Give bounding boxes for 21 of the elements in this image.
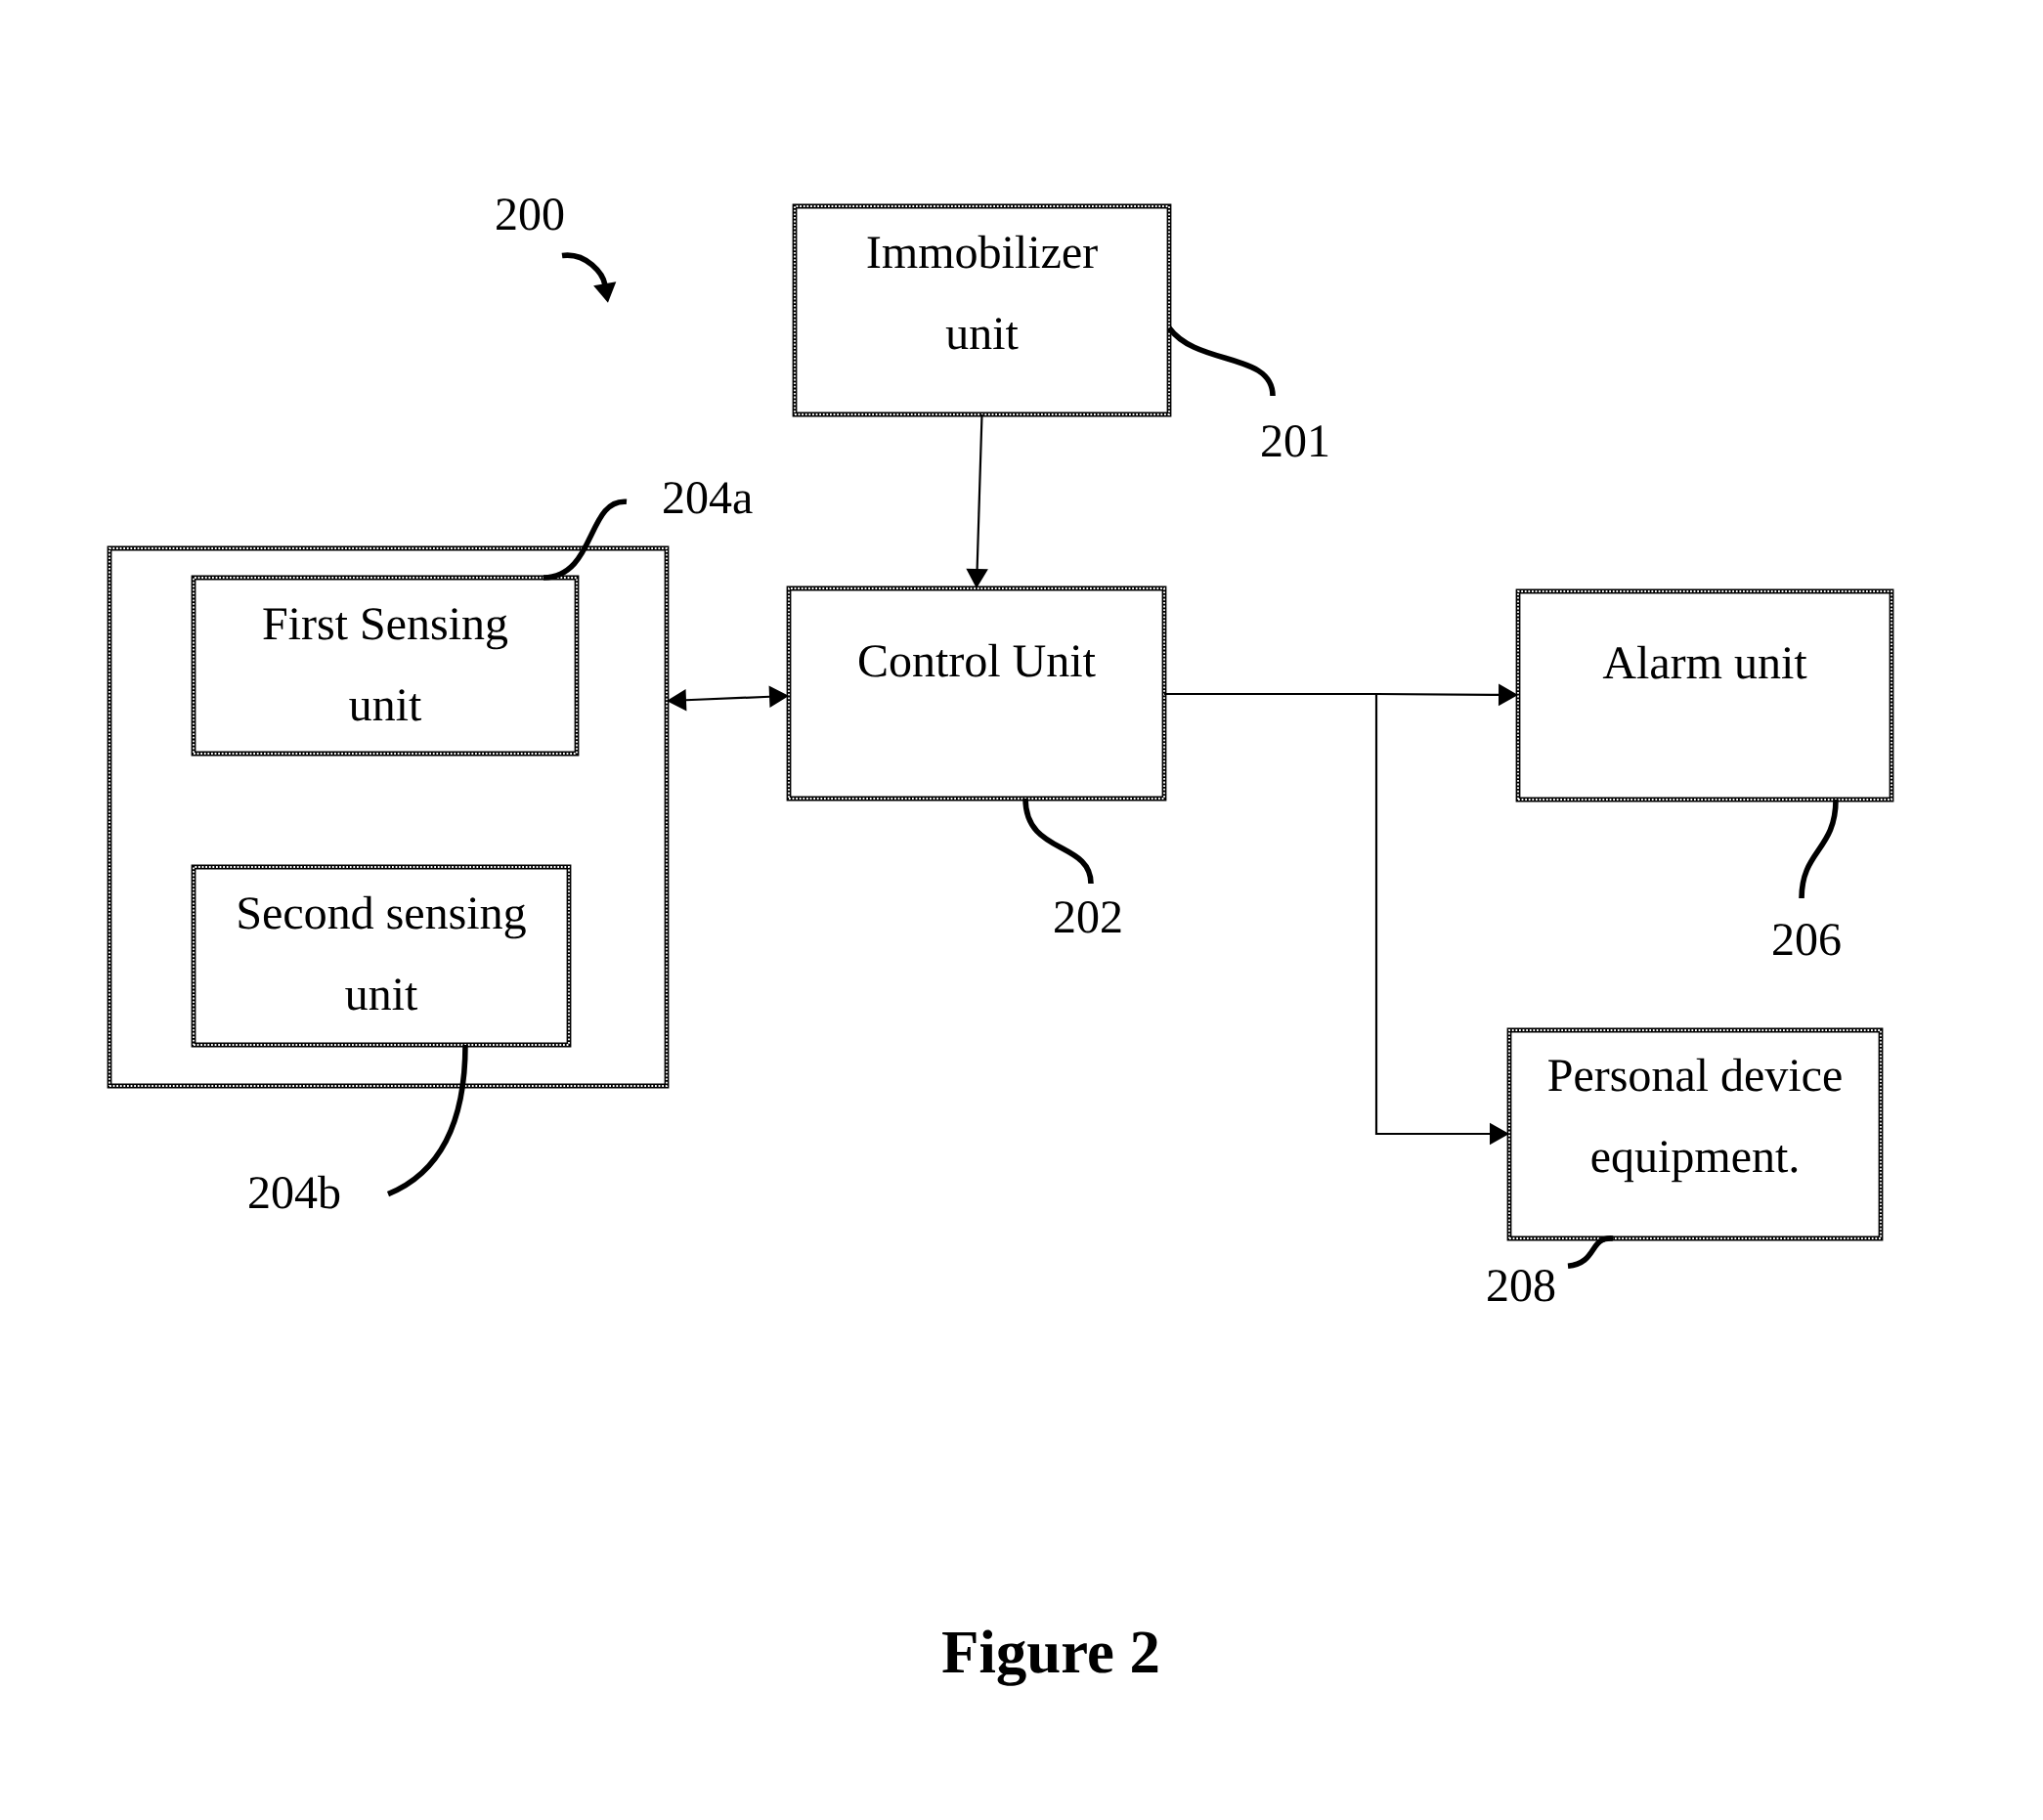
process-box: Control Unit bbox=[786, 585, 1167, 802]
leader-line bbox=[1567, 1235, 1614, 1270]
process-box: Alarm unit bbox=[1515, 588, 1894, 802]
leader-line bbox=[543, 498, 628, 581]
reference-numeral: 204a bbox=[664, 482, 753, 514]
leader-line bbox=[1799, 799, 1839, 899]
reference-numeral: 206 bbox=[1773, 924, 1841, 956]
reference-numeral: 202 bbox=[1055, 901, 1121, 933]
reference-numeral: 208 bbox=[1488, 1270, 1555, 1302]
reference-numeral: 200 bbox=[497, 198, 564, 231]
leader-line bbox=[1022, 798, 1094, 885]
figure-caption: Figure 2 bbox=[942, 1629, 1158, 1686]
process-box: Immobilizer unit bbox=[792, 203, 1172, 417]
leader-line bbox=[386, 1044, 468, 1197]
process-box: Personal device equipment. bbox=[1506, 1027, 1884, 1241]
leader-line bbox=[1166, 325, 1276, 397]
reference-numeral: 204b bbox=[249, 1175, 340, 1209]
group-box bbox=[107, 545, 670, 1089]
reference-numeral: 201 bbox=[1262, 425, 1328, 457]
process-box: Second sensing unit bbox=[191, 864, 572, 1048]
process-box: First Sensing unit bbox=[191, 575, 580, 757]
